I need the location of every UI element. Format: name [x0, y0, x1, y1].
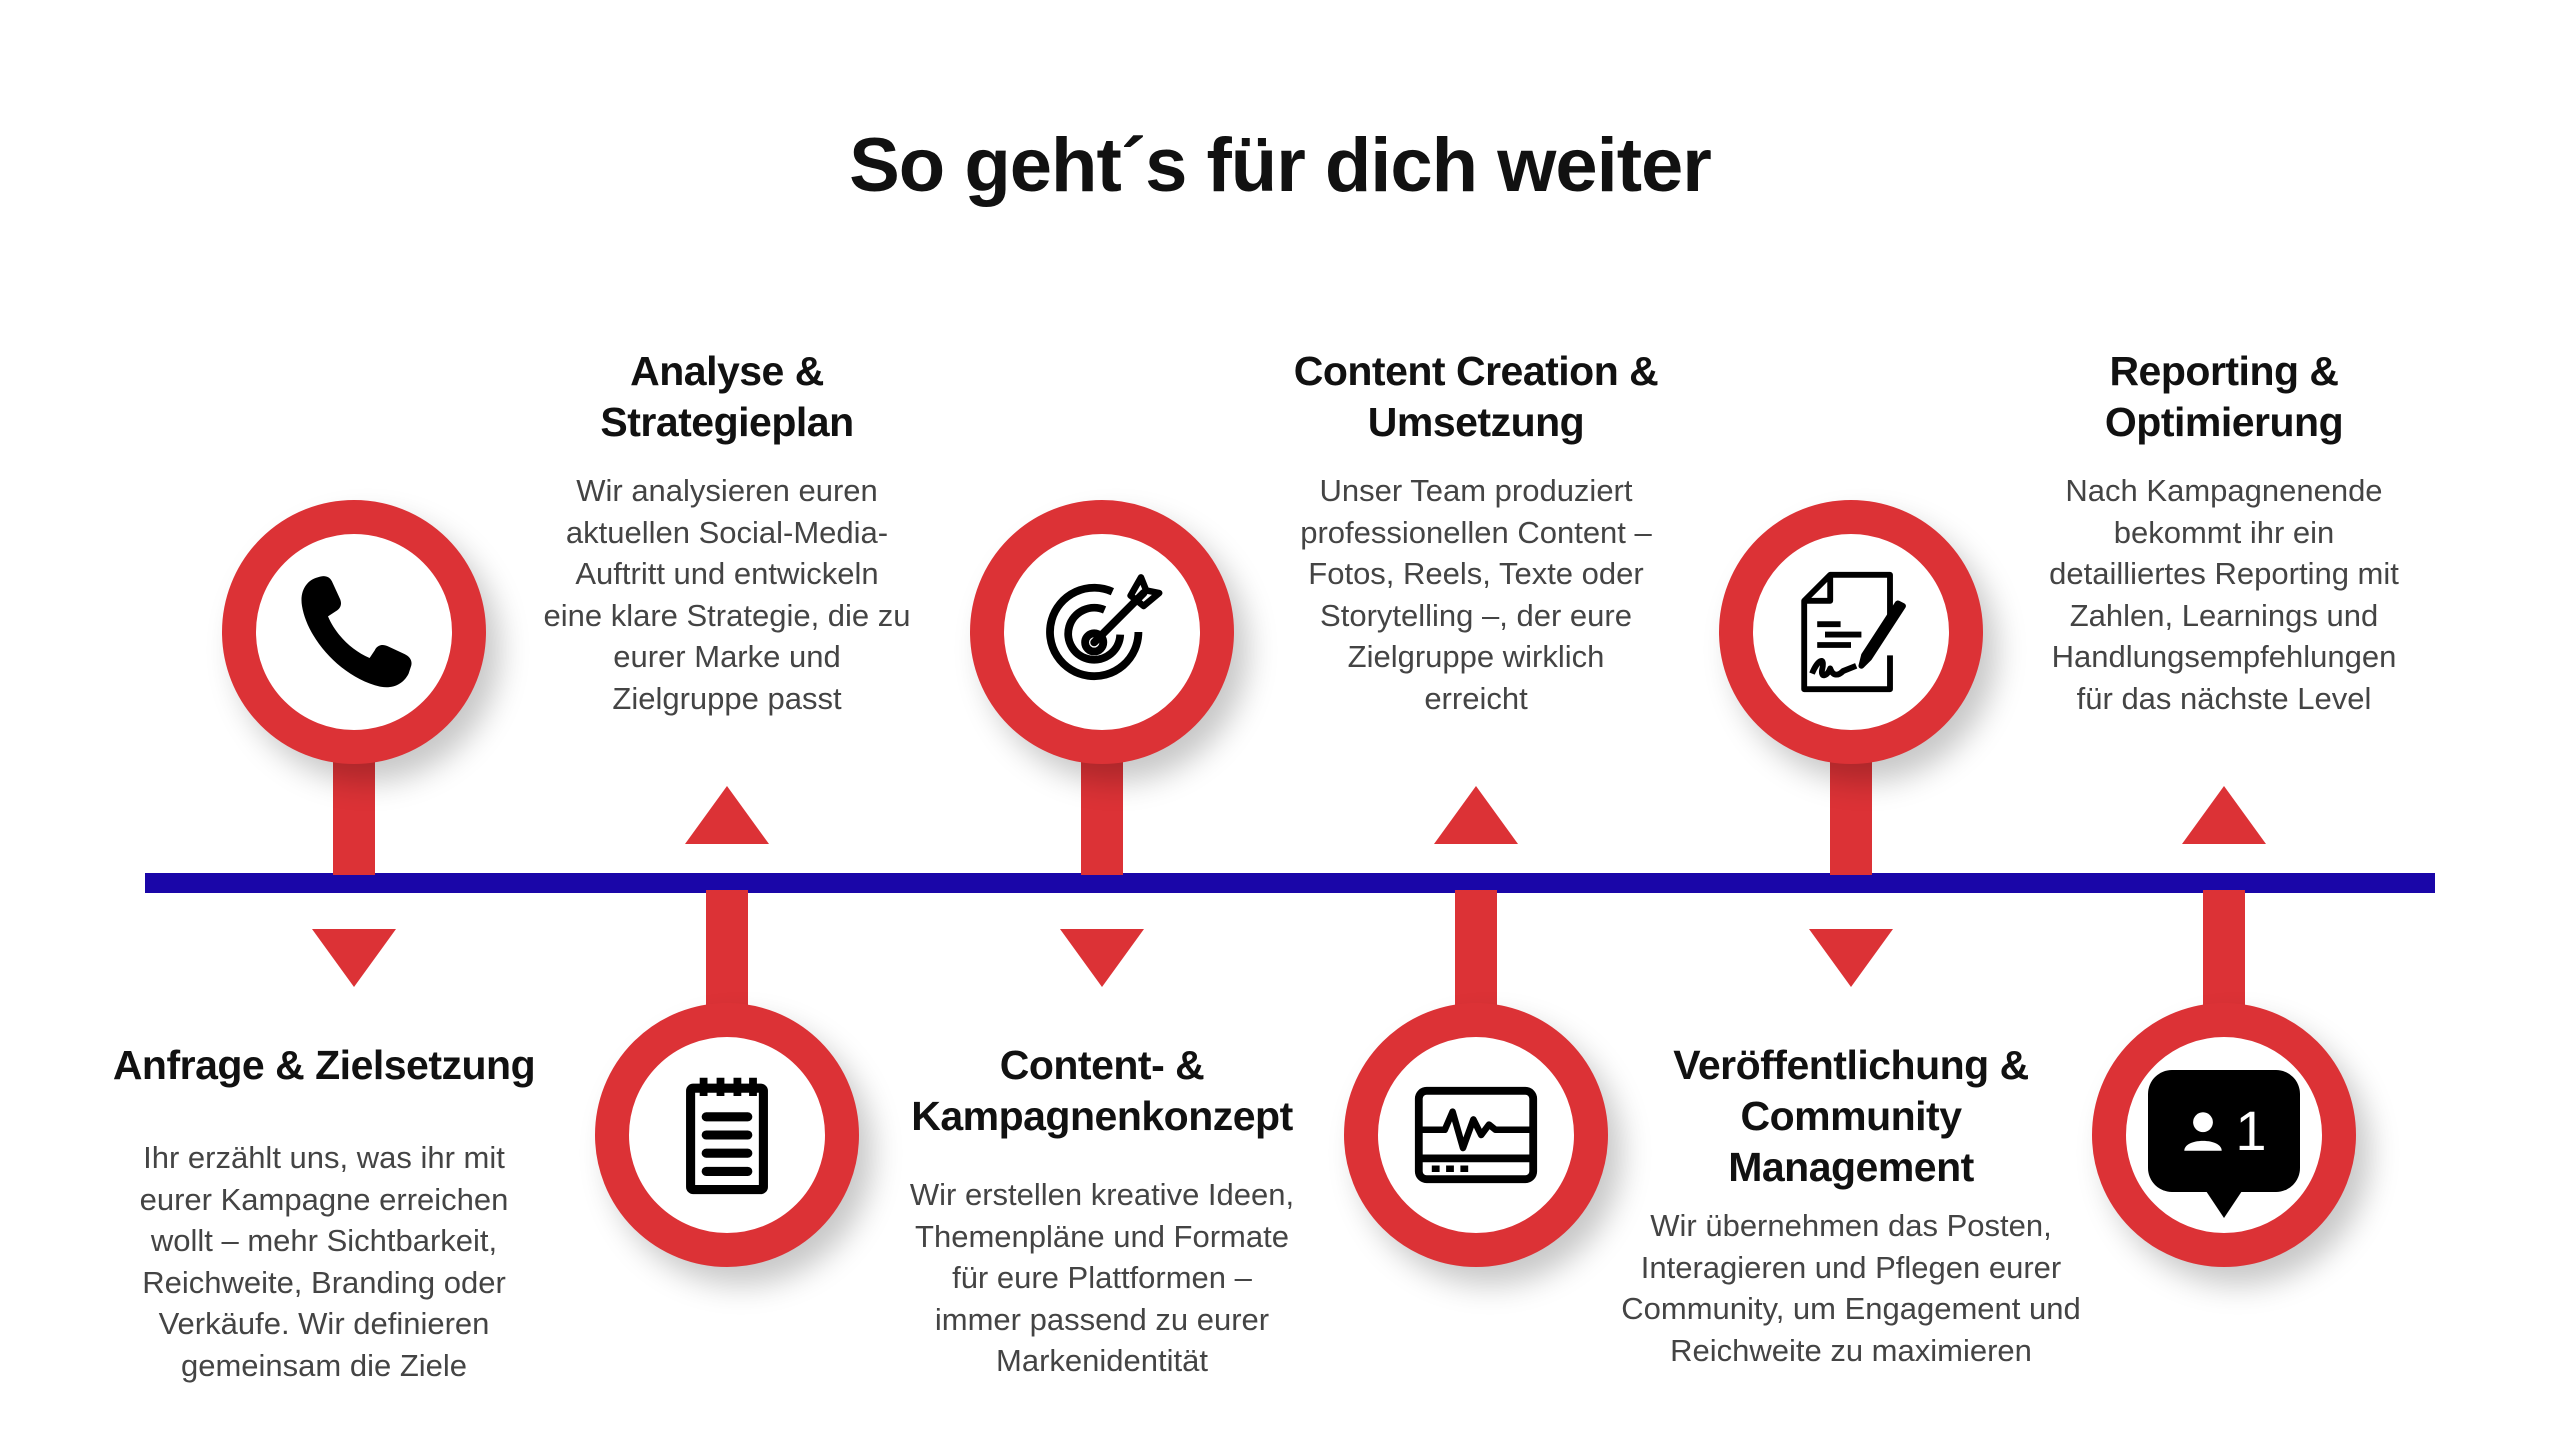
- step-4: Content Creation & Umsetzung Unser Team …: [1216, 346, 1736, 720]
- step-4-circle: [1344, 1003, 1608, 1267]
- arrow-down-icon: [1809, 929, 1893, 987]
- step-description: Wir analysieren euren aktuellen Social-M…: [543, 473, 911, 716]
- step-2: Analyse & Strategieplan Wir analysieren …: [497, 346, 957, 720]
- arrow-up-icon: [685, 786, 769, 844]
- step-6-circle: 1: [2092, 1003, 2356, 1267]
- step-5-circle: [1719, 500, 1983, 764]
- step-description: Ihr erzählt uns, was ihr mit eurer Kampa…: [139, 1140, 509, 1383]
- step-1-circle: [222, 500, 486, 764]
- monitor-pulse-icon: [1414, 1086, 1538, 1184]
- target-icon: [1046, 574, 1163, 681]
- arrow-up-icon: [2182, 786, 2266, 844]
- step-heading: Reporting & Optimierung: [2104, 348, 2344, 445]
- step-2-circle: [595, 1003, 859, 1267]
- step-description: Wir erstellen kreative Ideen, Themenplän…: [909, 1177, 1295, 1379]
- notification-count: 1: [2235, 1099, 2267, 1162]
- step-description: Nach Kampagnenende bekommt ihr ein detai…: [2049, 473, 2399, 716]
- phone-icon: [301, 576, 412, 688]
- step-heading: Veröffentlichung & Community Management: [1673, 1042, 2029, 1190]
- step-3-circle: [970, 500, 1234, 764]
- step-3: Content- & Kampagnenkonzept Wir erstelle…: [842, 1040, 1362, 1382]
- step-heading: Content Creation & Umsetzung: [1293, 348, 1659, 445]
- signed-document-icon: [1801, 571, 1906, 693]
- step-description: Unser Team produziert professionellen Co…: [1300, 473, 1652, 716]
- step-description: Wir übernehmen das Posten, Interagieren …: [1621, 1208, 2081, 1368]
- notepad-icon: [686, 1077, 768, 1195]
- user-icon: [2184, 1112, 2223, 1151]
- step-heading: Content- & Kampagnenkonzept: [911, 1042, 1293, 1139]
- arrow-up-icon: [1434, 786, 1518, 844]
- arrow-down-icon: [312, 929, 396, 987]
- page-title: So geht´s für dich weiter: [849, 123, 1712, 208]
- step-6: Reporting & Optimierung Nach Kampagnenen…: [1964, 346, 2484, 720]
- timeline-line: [145, 873, 2435, 893]
- follower-notification-icon: 1: [2148, 1070, 2300, 1218]
- arrow-down-icon: [1060, 929, 1144, 987]
- step-heading: Anfrage & Zielsetzung: [112, 1042, 536, 1088]
- step-5: Veröffentlichung & Community Management …: [1591, 1040, 2111, 1371]
- step-1: Anfrage & Zielsetzung Ihr erzählt uns, w…: [64, 1040, 584, 1387]
- step-heading: Analyse & Strategieplan: [600, 348, 854, 445]
